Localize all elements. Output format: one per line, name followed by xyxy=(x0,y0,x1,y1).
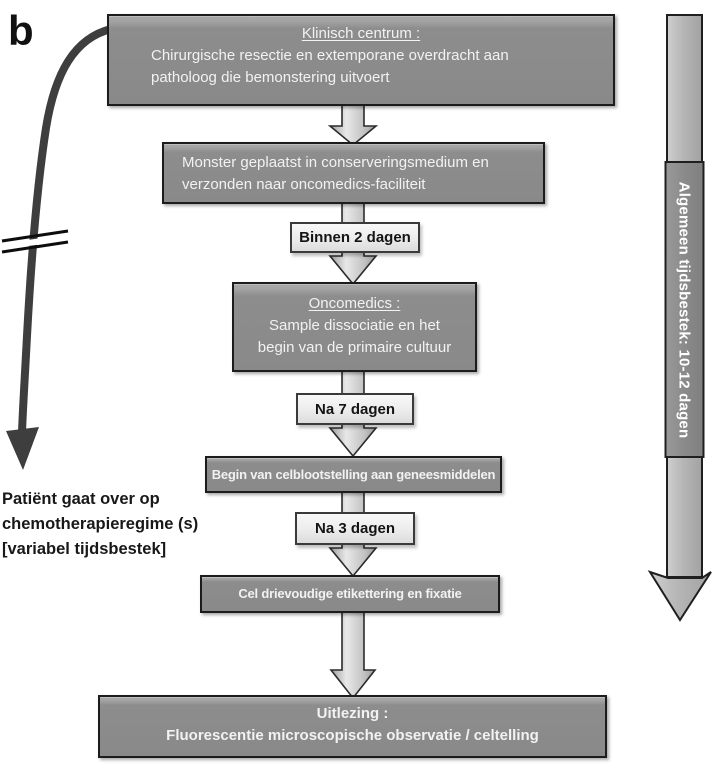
side-note-line1: Patiënt gaat over op xyxy=(2,490,160,508)
box-klinisch-centrum-line1: Chirurgische resectie en extemporane ove… xyxy=(151,47,509,64)
curved-arrow-line xyxy=(18,25,113,433)
side-note-line2: chemotherapieregime (s) xyxy=(2,515,199,533)
side-note: Patiënt gaat over op chemotherapieregime… xyxy=(2,487,234,562)
box-monster-geplaatst: Monster geplaatst in conserveringsmedium… xyxy=(162,142,545,204)
box-oncomedics-line2: begin van de primaire cultuur xyxy=(257,339,452,356)
timeline-label: Algemeen tijdsbestek: 10-12 dagen xyxy=(676,181,693,439)
box-klinisch-centrum-line2: patholoog die bemonstering uitvoert xyxy=(151,69,390,86)
timing-label-na-7-dagen: Na 7 dagen xyxy=(296,393,414,425)
timing-label-na-3-dagen: Na 3 dagen xyxy=(295,512,415,545)
side-note-line3: [variabel tijdsbestek] xyxy=(2,540,167,558)
box-uitlezing-line1: Fluorescentie microscopische observatie … xyxy=(166,727,539,744)
timeline-band xyxy=(664,161,705,458)
box-celblootstelling-line1: Begin van celblootstelling aan geneesmid… xyxy=(211,466,496,482)
connector-arrow-5 xyxy=(329,609,377,700)
break-mark-line-1 xyxy=(1,229,69,243)
box-monster-line1: Monster geplaatst in conserveringsmedium… xyxy=(182,154,489,171)
curved-arrow-head xyxy=(6,427,39,470)
box-oncomedics-title: Oncomedics : xyxy=(308,295,401,312)
timing-label-binnen-2-dagen: Binnen 2 dagen xyxy=(290,222,420,253)
connector-arrow-1 xyxy=(327,101,379,147)
break-mark-gap xyxy=(0,234,71,250)
figure-label: b xyxy=(8,7,34,54)
box-klinisch-centrum: Klinisch centrum : Chirurgische resectie… xyxy=(107,14,615,106)
box-klinisch-centrum-title: Klinisch centrum : xyxy=(301,25,421,42)
box-oncomedics-line1: Sample dissociatie en het xyxy=(269,317,440,334)
timeline-arrow-head xyxy=(647,570,712,622)
break-mark-line-2 xyxy=(1,240,69,254)
box-monster-line2: verzonden naar oncomedics-faciliteit xyxy=(182,176,426,193)
box-oncomedics: Oncomedics : Sample dissociatie en het b… xyxy=(232,282,477,372)
box-uitlezing-title: Uitlezing : xyxy=(316,705,389,722)
box-etikettering-line1: Cel drievoudige etikettering en fixatie xyxy=(238,586,462,601)
box-uitlezing: Uitlezing : Fluorescentie microscopische… xyxy=(98,695,607,758)
box-etikettering-fixatie: Cel drievoudige etikettering en fixatie xyxy=(200,575,500,613)
box-celblootstelling: Begin van celblootstelling aan geneesmid… xyxy=(205,456,502,493)
